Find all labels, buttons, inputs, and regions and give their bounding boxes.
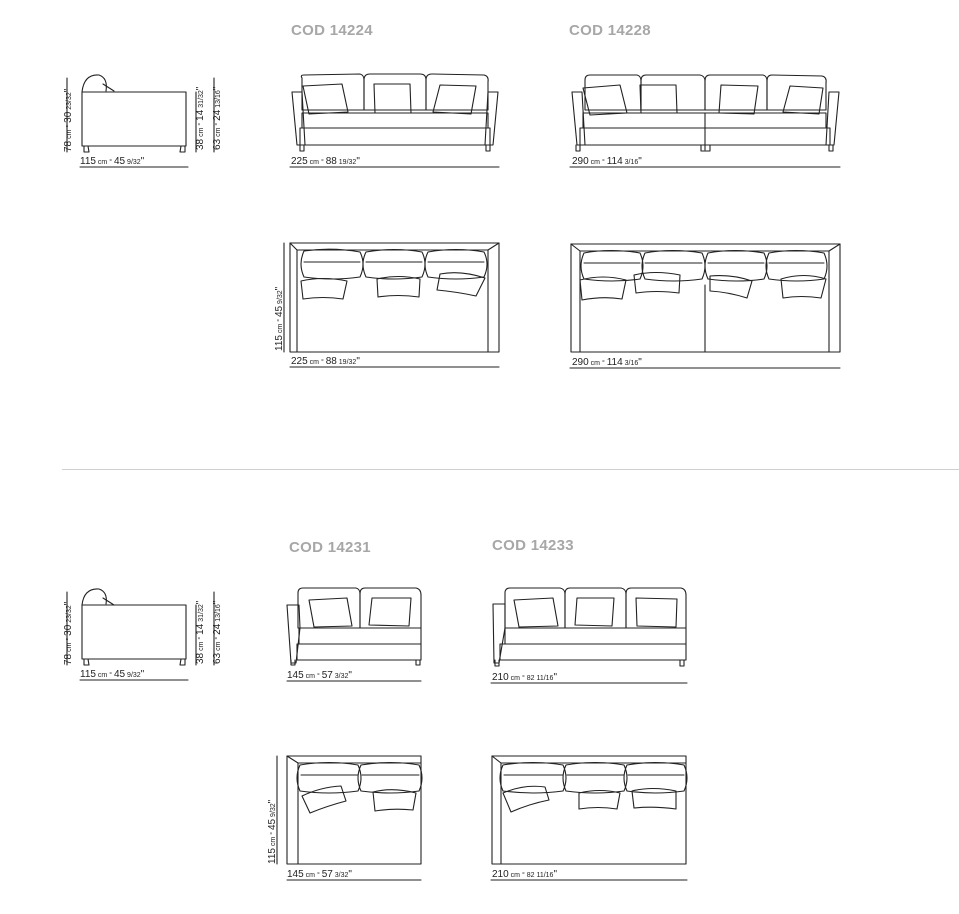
sofa-b-plan-width: 290 cm ° 114 3/16" [572,357,642,368]
sofa-d-plan-drawing [490,755,688,881]
sofa-a-plan-drawing [283,242,500,368]
sofa-d-front-width: 210 cm ° 82 11/16" [492,672,557,683]
sofa-a-plan-depth: 115 cm ° 45 9/32" [274,286,285,351]
sofa-b-front-drawing [569,74,841,168]
sofa-c-front-width: 145 cm ° 57 3/32" [287,670,352,681]
side1-seat-label: 63 cm ° 24 13/16" [212,86,223,150]
side2-depth-label: 115 cm ° 45 9/32" [80,669,145,680]
sofa-d-front-drawing [490,587,688,684]
product-code-14224: COD 14224 [291,22,373,39]
section-divider [62,469,959,470]
sofa-c-plan-depth: 115 cm ° 45 9/32" [267,799,278,864]
product-code-14233: COD 14233 [492,537,574,554]
product-code-14228: COD 14228 [569,22,651,39]
sofa-c-front-drawing [286,587,422,682]
product-code-14231: COD 14231 [289,539,371,556]
sofa-c-plan-width: 145 cm ° 57 3/32" [287,869,352,880]
side1-depth-label: 115 cm ° 45 9/32" [80,156,145,167]
side2-height-label: 78 cm ° 30 23/32" [63,601,74,665]
side1-height-label: 78 cm ° 30 23/32" [63,88,74,152]
sofa-b-front-width: 290 cm ° 114 3/16" [572,156,642,167]
sofa-a-front-width: 225 cm ° 88 19/32" [291,156,360,167]
side1-arm-label: 38 cm ° 14 31/32" [195,86,206,150]
sofa-d-plan-width: 210 cm ° 82 11/16" [492,869,557,880]
sofa-a-front-drawing [289,73,500,168]
side-view-drawing-2 [66,588,215,681]
side2-seat-label: 63 cm ° 24 13/16" [212,600,223,664]
sofa-b-plan-drawing [569,243,841,369]
sofa-c-plan-drawing [276,755,423,881]
sofa-a-plan-width: 225 cm ° 88 19/32" [291,356,360,367]
side-view-drawing-1 [66,74,215,168]
side2-arm-label: 38 cm ° 14 31/32" [195,600,206,664]
